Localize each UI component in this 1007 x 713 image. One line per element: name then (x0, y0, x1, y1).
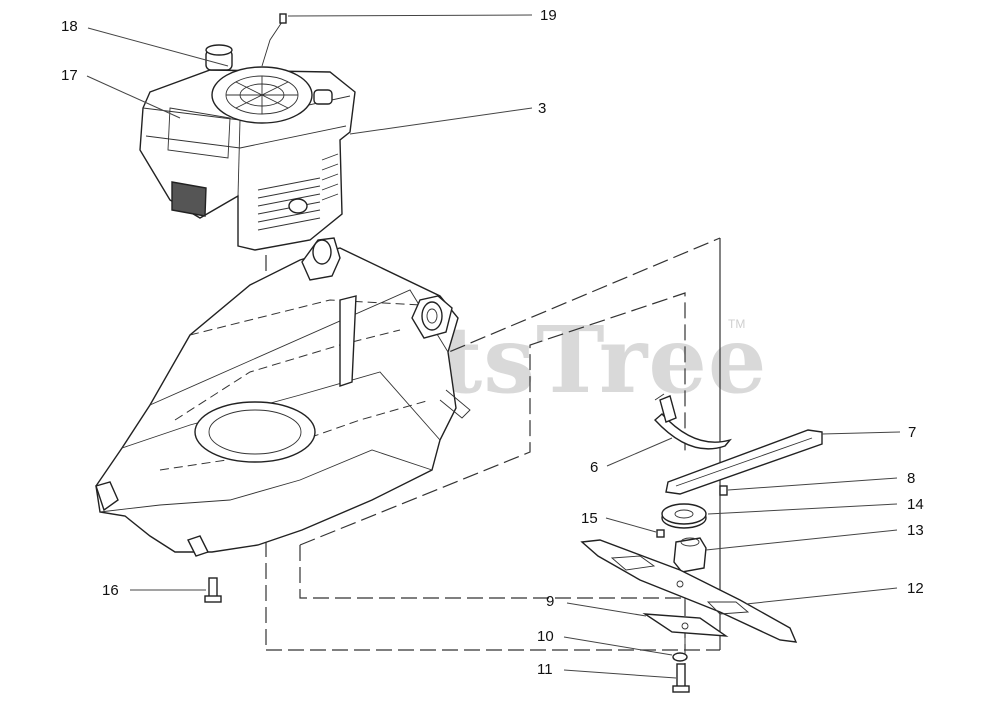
callout-6: 6 (590, 459, 598, 476)
drive-belt (665, 429, 823, 495)
callout-9: 9 (546, 593, 554, 610)
callout-12: 12 (907, 580, 924, 597)
watermark-trademark: TM (728, 317, 745, 331)
callout-8: 8 (907, 470, 915, 487)
pulley (661, 503, 707, 529)
callout-14: 14 (907, 496, 924, 513)
callout-19: 19 (540, 7, 557, 24)
washer (672, 652, 688, 662)
woodruff-key (656, 529, 665, 538)
callout-3: 3 (538, 100, 546, 117)
callout-17: 17 (61, 67, 78, 84)
blade-stiffener (642, 613, 729, 637)
leader-lines (86, 14, 901, 679)
mower-blade (580, 539, 798, 643)
callout-15: 15 (581, 510, 598, 527)
engine (139, 13, 356, 251)
blade-adapter (673, 537, 707, 573)
deck-bolt (204, 577, 222, 603)
callout-11: 11 (537, 661, 553, 678)
callout-18: 18 (61, 18, 78, 35)
callout-13: 13 (907, 522, 924, 539)
screw (719, 485, 728, 496)
belt-guard (653, 393, 732, 450)
blade-bolt (672, 663, 690, 693)
callout-7: 7 (908, 424, 916, 441)
callout-labels: 18 19 17 3 7 6 8 14 15 13 16 12 9 10 11 (61, 7, 924, 678)
callout-16: 16 (102, 582, 119, 599)
mower-deck (95, 237, 471, 557)
callout-10: 10 (537, 628, 554, 645)
